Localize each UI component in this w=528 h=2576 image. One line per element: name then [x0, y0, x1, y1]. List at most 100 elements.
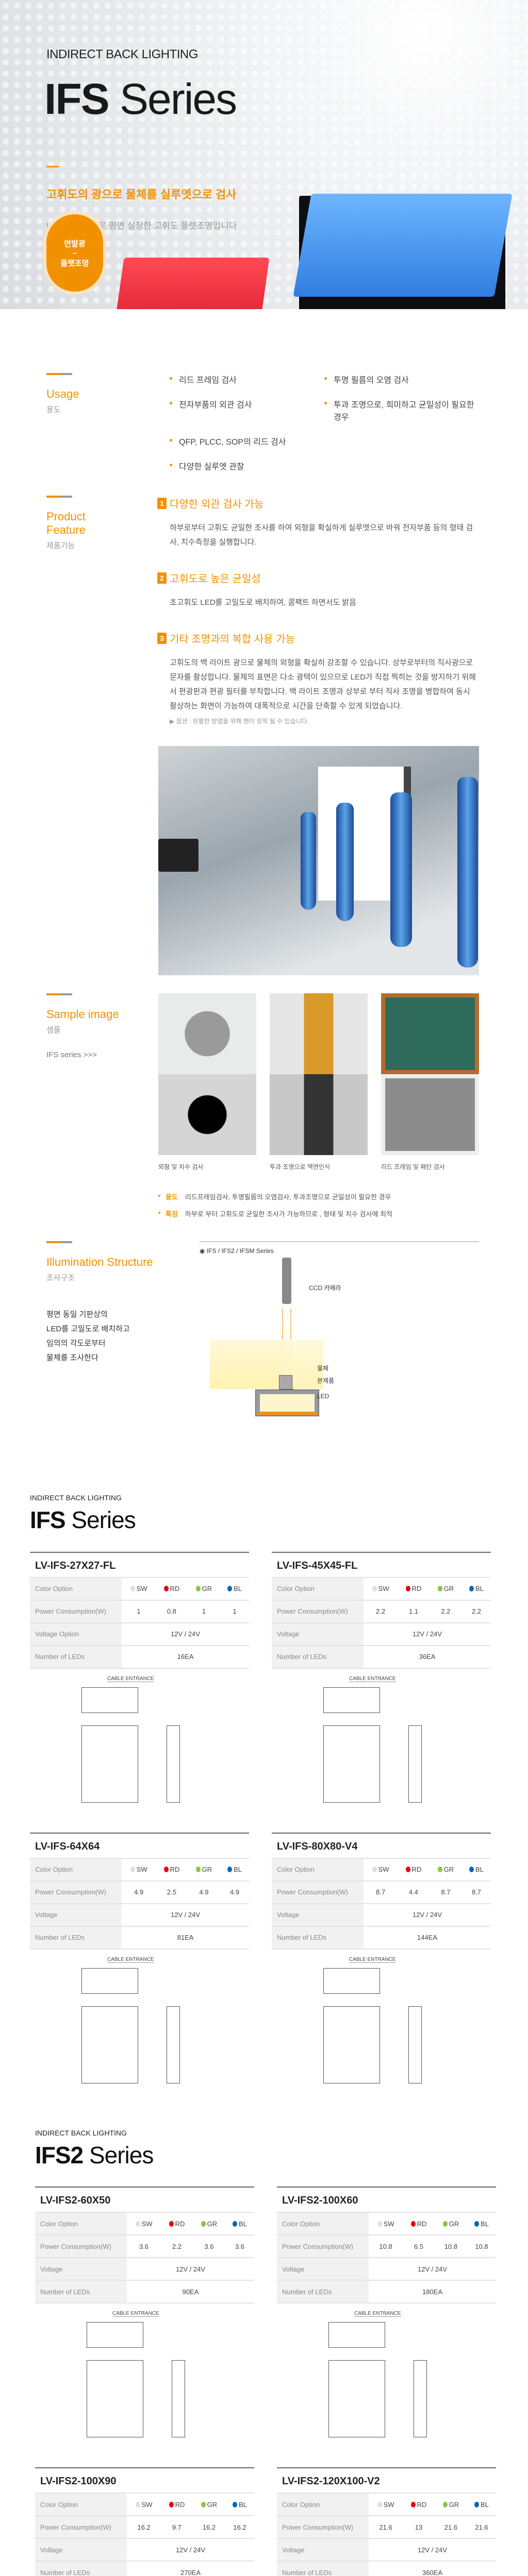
sample-image-color: [270, 993, 368, 1074]
feature-title: Product Feature: [46, 510, 86, 536]
color-dot-icon: [469, 1586, 474, 1592]
usage-item: 전자부품의 외관 검사: [170, 398, 324, 422]
color-dot-icon: [405, 1867, 410, 1873]
front-view-drawing: [323, 2006, 380, 2083]
power-value: 0.8: [156, 1599, 188, 1623]
series-eyebrow: INDIRECT BACK LIGHTING: [30, 1494, 122, 1502]
model-name: LV-IFS-80X80-V4: [272, 1832, 491, 1858]
usage-title: Usage: [46, 387, 79, 400]
led-count-value: 144EA: [364, 1925, 491, 1950]
spec-label: Power Consumption(W): [272, 1599, 364, 1623]
spec-label: Voltage: [35, 2257, 127, 2281]
series-title: IFS2 Series: [35, 2141, 154, 2168]
color-option-rd: RD: [398, 1857, 430, 1881]
power-value: 8.7: [429, 1880, 462, 1904]
sample-subtitle: 샘플: [46, 1026, 61, 1035]
color-dot-icon: [195, 1867, 201, 1873]
dimension-drawing: CABLE ENTRANCE: [35, 2303, 254, 2458]
sample-image-silhouette: [381, 1074, 479, 1155]
spec-label: Number of LEDs: [35, 2280, 127, 2304]
top-view-drawing: [81, 1687, 138, 1713]
illumination-subtitle: 조사구조: [46, 1274, 75, 1282]
product-image-red: [113, 258, 270, 309]
voltage-value: 12V / 24V: [127, 2257, 254, 2281]
model-name: LV-IFS-45X45-FL: [272, 1551, 491, 1577]
model-name: LV-IFS-27X27-FL: [30, 1551, 249, 1577]
power-value: 4.9: [122, 1880, 156, 1904]
spec-label: Color Option: [35, 2212, 127, 2235]
side-view-drawing: [167, 1725, 180, 1803]
ccd-camera-icon: [282, 1258, 291, 1304]
usage-item: 투과 조명으로, 희미하고 균일성이 필요한 경우: [324, 398, 479, 422]
color-dot-icon: [405, 1586, 410, 1592]
side-view-drawing: [167, 2006, 180, 2083]
label-led: LED: [317, 1393, 329, 1400]
color-option-sw: SW: [369, 2212, 403, 2235]
color-option-gr: GR: [192, 2212, 225, 2235]
color-option-sw: SW: [369, 2493, 403, 2516]
sample-leadframe: 리드 프레임 및 패턴 검사: [381, 993, 479, 1171]
illumination-diagram: ◉ IFS / IFS2 / IFSM Series CCD 카메라 물체 본제…: [200, 1241, 479, 1458]
front-view-drawing: [328, 2360, 385, 2438]
spec-label: Number of LEDs: [30, 1925, 122, 1950]
spec-label: Power Consumption(W): [30, 1880, 122, 1904]
sample-caption: 투과 조명으로 액면인식: [270, 1163, 331, 1171]
voltage-value: 12V / 24V: [364, 1622, 491, 1646]
color-dot-icon: [437, 1586, 442, 1592]
sample-connector: 외형 및 치수 검사: [158, 993, 256, 1171]
spec-label: Number of LEDs: [277, 2280, 369, 2304]
voltage-value: 12V / 24V: [369, 2257, 496, 2281]
color-option-sw: SW: [127, 2493, 161, 2516]
front-view-drawing: [87, 2360, 143, 2438]
sample-caption: 외형 및 치수 검사: [158, 1163, 204, 1171]
spec-label: Color Option: [30, 1857, 122, 1881]
hero-title-light: Series: [108, 75, 237, 123]
power-value: 4.9: [220, 1880, 249, 1904]
color-option-rd: RD: [161, 2212, 193, 2235]
side-view-drawing: [172, 2360, 185, 2438]
usage-item: 리드 프레임 검사: [170, 373, 324, 385]
sample-section: Sample image 샘플 IFS series >>> 외형 및 치수 검…: [0, 975, 528, 1226]
section-marker: [46, 1241, 72, 1243]
color-option-bl: BL: [467, 2493, 496, 2516]
power-value: 8.7: [364, 1880, 398, 1904]
spec-label: Voltage: [272, 1622, 364, 1646]
flat-light-badge: 면발광 – 플랫조명: [46, 214, 103, 292]
ifs-series-specs: INDIRECT BACK LIGHTING IFS Series LV-IFS…: [0, 1494, 528, 2113]
model-name: LV-IFS-64X64: [30, 1832, 249, 1858]
color-option-bl: BL: [225, 2212, 254, 2235]
led-count-value: 81EA: [122, 1925, 249, 1950]
spec-label: Voltage: [277, 2257, 369, 2281]
color-option-gr: GR: [192, 2493, 225, 2516]
color-dot-icon: [130, 1867, 135, 1873]
sample-image-color: [158, 993, 256, 1074]
voltage-value: 12V / 24V: [369, 2538, 496, 2562]
cable-entrance-label: CABLE ENTRANCE: [354, 2311, 401, 2317]
color-option-rd: RD: [161, 2493, 193, 2516]
color-option-rd: RD: [156, 1577, 188, 1600]
badge-sep: –: [72, 248, 77, 258]
ifs-series-link[interactable]: IFS series >>>: [46, 1050, 97, 1059]
power-value: 10.8: [369, 2234, 403, 2258]
voltage-value: 12V / 24V: [127, 2538, 254, 2562]
color-option-rd: RD: [403, 2212, 435, 2235]
side-view-drawing: [408, 1725, 422, 1803]
color-dot-icon: [410, 2221, 416, 2227]
color-dot-icon: [163, 1586, 169, 1592]
cable-entrance-label: CABLE ENTRANCE: [112, 2311, 159, 2317]
power-value: 2.2: [429, 1599, 462, 1623]
power-value: 1: [122, 1599, 156, 1623]
cable-entrance-label: CABLE ENTRANCE: [349, 1956, 396, 1963]
power-value: 8.7: [462, 1880, 491, 1904]
usage-item: 다양한 실루엣 관찰: [170, 460, 324, 472]
